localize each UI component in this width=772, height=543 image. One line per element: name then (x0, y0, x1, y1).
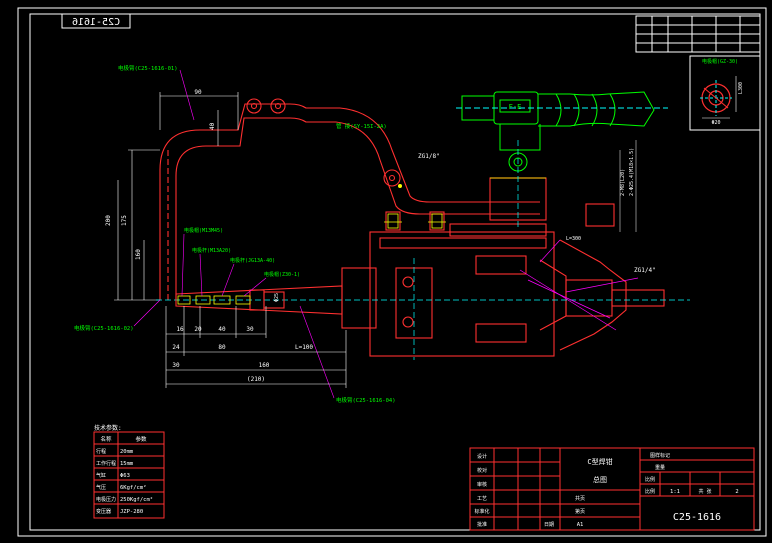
transformer-body (341, 177, 665, 357)
label-cap2: 电极杆(M13A20) (192, 247, 231, 254)
title-block (469, 447, 755, 531)
mirror-id-box (61, 13, 131, 29)
dim-40: 40 (209, 122, 216, 130)
label-cap4: 电极帽(Z30-1) (264, 271, 300, 278)
label-cap3: 电极杆(JG13A-40) (230, 257, 275, 264)
mirror-id: C25-1616 (72, 17, 120, 28)
label-arm-bottom: 电极臂(C25-1616-04) (336, 396, 396, 404)
tb-row-label: 校对 (477, 467, 487, 474)
spec-header-value: 参数 (135, 435, 147, 443)
dim-25: Φ25 (274, 293, 280, 302)
dim-200: 200 (105, 215, 112, 226)
pivot-marker (398, 184, 402, 188)
tb-name2: 总图 (593, 475, 607, 484)
label-cable: 管 接(SY-15I-2A) (336, 122, 387, 130)
dim-thread1: 2-M8(L20) (620, 169, 626, 196)
tb-right-label: 重量 (655, 464, 665, 471)
upper-c-arm (159, 98, 540, 300)
inner-frame (29, 13, 761, 531)
tb-name1: C型焊钳 (587, 457, 612, 466)
electrode-caps (177, 295, 251, 305)
dim-80: 80 (218, 344, 226, 351)
dim-thread2: 2-Φ25.4(M18×1.5) (629, 148, 635, 196)
revision-table (635, 15, 761, 53)
tb-row-label: 审核 (477, 481, 487, 488)
dim-160: 160 (135, 249, 142, 260)
tb-mid-label: 共页 (575, 495, 585, 502)
dimension-lines-top (114, 92, 239, 301)
spec-row-name: 变压器 (96, 508, 111, 515)
dim-16: 16 (176, 326, 184, 333)
dim-24: 24 (172, 344, 180, 351)
dim-angle1: ZG1/8" (418, 153, 440, 160)
dim-angle2: ZG1/4" (634, 267, 656, 274)
spec-row-name: 气缸 (96, 472, 106, 479)
spec-row-value: 6Kgf/cm² (120, 484, 147, 491)
tb-sheets-value: 2 (735, 489, 738, 495)
dim-30b: 30 (172, 362, 180, 369)
tb-mid-label: 第页 (575, 508, 585, 515)
label-arm-left: 电极臂(C25-1616-02) (74, 324, 134, 332)
centerlines (156, 140, 690, 360)
label-arm-top: 电极臂(C25-1616-01) (118, 64, 178, 72)
inset-title: 电极帽(GZ-30) (702, 58, 738, 65)
spec-table: 技术参数: 名称 参数 行程 20mm 工作行程 15mm 气缸 Φ63 气压 … (93, 424, 165, 519)
spec-row-name: 行程 (96, 448, 106, 455)
dim-30: 30 (246, 326, 254, 333)
label-cap1: 电极帽(M13M45) (184, 227, 223, 234)
dim-160b: 160 (259, 362, 270, 369)
handle-text: F-E (509, 103, 522, 111)
tb-scale: 1:1 (670, 489, 680, 495)
dim-stroke: L=300 (566, 236, 581, 242)
spec-title: 技术参数: (94, 424, 122, 432)
spec-row-name: 气压 (96, 484, 106, 491)
tb-sheets-label: 共 张 (698, 488, 711, 495)
tb-row-label: 批准 (477, 521, 487, 528)
tb-right-label: 图样标记 (650, 452, 670, 459)
dim-20: 20 (194, 326, 202, 333)
tb-format: A1 (577, 522, 584, 528)
tb-row-label: 工艺 (477, 496, 487, 502)
dimension-chain (165, 306, 347, 388)
spec-header-name: 名称 (100, 435, 112, 443)
leader-lines (519, 239, 639, 331)
inset-dim1: Φ20 (711, 120, 720, 126)
dim-175: 175 (121, 215, 128, 226)
outer-frame (17, 7, 767, 537)
dim-90: 90 (194, 89, 202, 96)
tb-right-label: 比例 (645, 476, 655, 483)
spec-row-name: 电极压力 (96, 496, 116, 503)
spec-row-value: JZP-280 (120, 509, 143, 515)
dim-L: L=100 (295, 344, 313, 351)
dim-40b: 40 (218, 326, 226, 333)
tb-inset-label: 比例 (645, 488, 655, 495)
spec-row-value: 250Kgf/cm² (120, 496, 153, 503)
tb-row-label: 标准化 (474, 508, 489, 515)
spec-row-value: 20mm (120, 449, 134, 455)
spec-row-name: 工作行程 (96, 460, 116, 467)
dim-210: (210) (247, 376, 265, 383)
drawing-number: C25-1616 (673, 512, 721, 523)
spec-row-value: 15mm (120, 461, 134, 467)
tb-row-label: 设计 (477, 453, 487, 460)
tb-date-label: 日期 (544, 522, 554, 528)
inset-detail: 电极帽(GZ-30) Φ20 L300 (689, 55, 761, 131)
spec-row-value: Φ63 (120, 473, 130, 479)
inset-dim2: L300 (738, 82, 744, 94)
